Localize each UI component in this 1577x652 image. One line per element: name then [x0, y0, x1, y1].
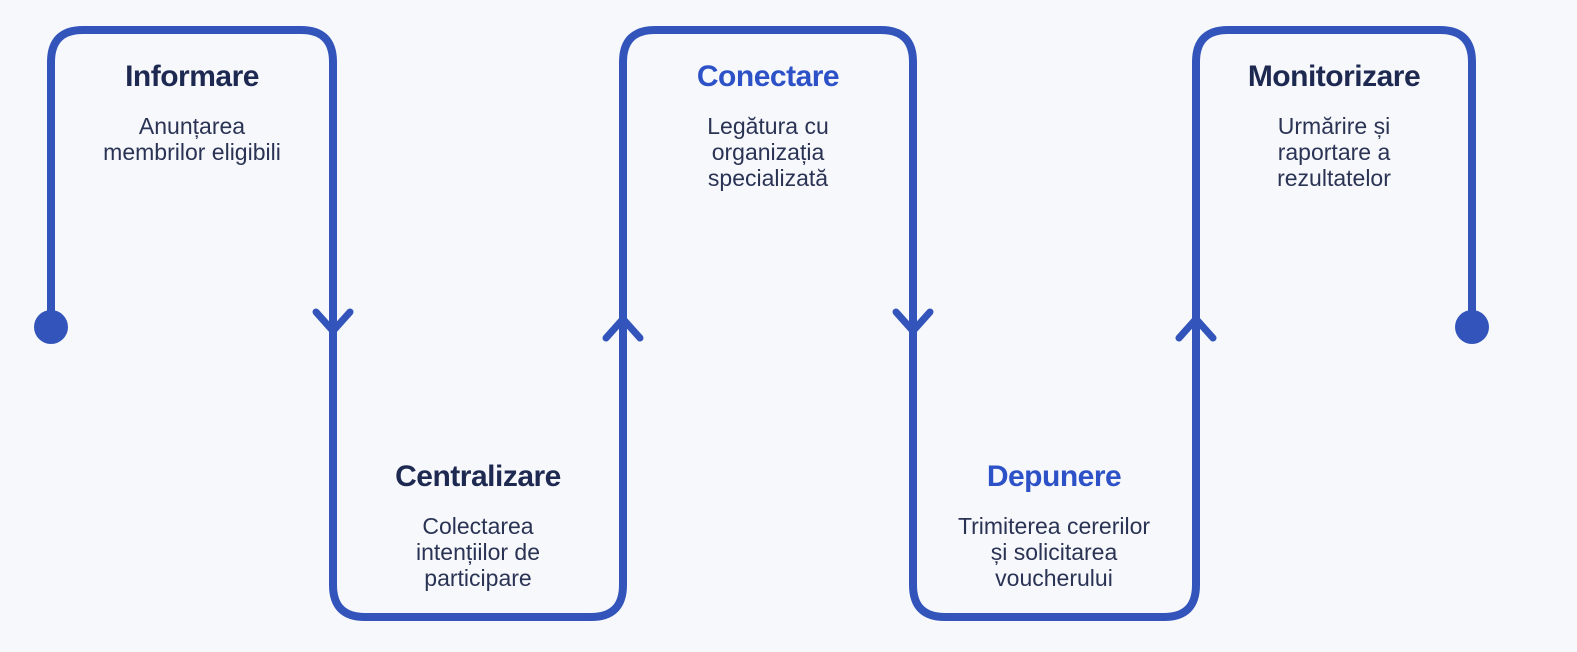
- step-subtitle: Trimiterea cererilor și solicitarea vouc…: [957, 513, 1151, 591]
- start-dot: [34, 310, 68, 344]
- flow-path: [47, 26, 1476, 621]
- arrow-down-icon-1: [312, 308, 354, 335]
- step-monitorizare: Monitorizare Urmărire și raportare a rez…: [1199, 60, 1469, 191]
- step-depunere: Depunere Trimiterea cererilor și solicit…: [919, 460, 1189, 591]
- arrow-up-icon-2: [1175, 315, 1217, 342]
- step-centralizare: Centralizare Colectarea intențiilor de p…: [343, 460, 613, 591]
- step-subtitle: Urmărire și raportare a rezultatelor: [1277, 113, 1391, 191]
- end-dot: [1455, 310, 1489, 344]
- step-title: Conectare: [696, 60, 840, 93]
- step-subtitle: Anunțarea membrilor eligibili: [103, 113, 281, 165]
- step-title: Monitorizare: [1247, 60, 1421, 93]
- step-informare: Informare Anunțarea membrilor eligibili: [57, 60, 327, 165]
- step-title: Centralizare: [395, 460, 561, 493]
- step-title: Depunere: [986, 460, 1122, 493]
- arrow-down-icon-2: [892, 308, 934, 335]
- step-conectare: Conectare Legătura cu organizația specia…: [633, 60, 903, 191]
- step-subtitle: Colectarea intențiilor de participare: [415, 513, 541, 591]
- arrow-up-icon-1: [602, 315, 644, 342]
- step-title: Informare: [125, 60, 259, 93]
- step-subtitle: Legătura cu organizația specializată: [707, 113, 829, 191]
